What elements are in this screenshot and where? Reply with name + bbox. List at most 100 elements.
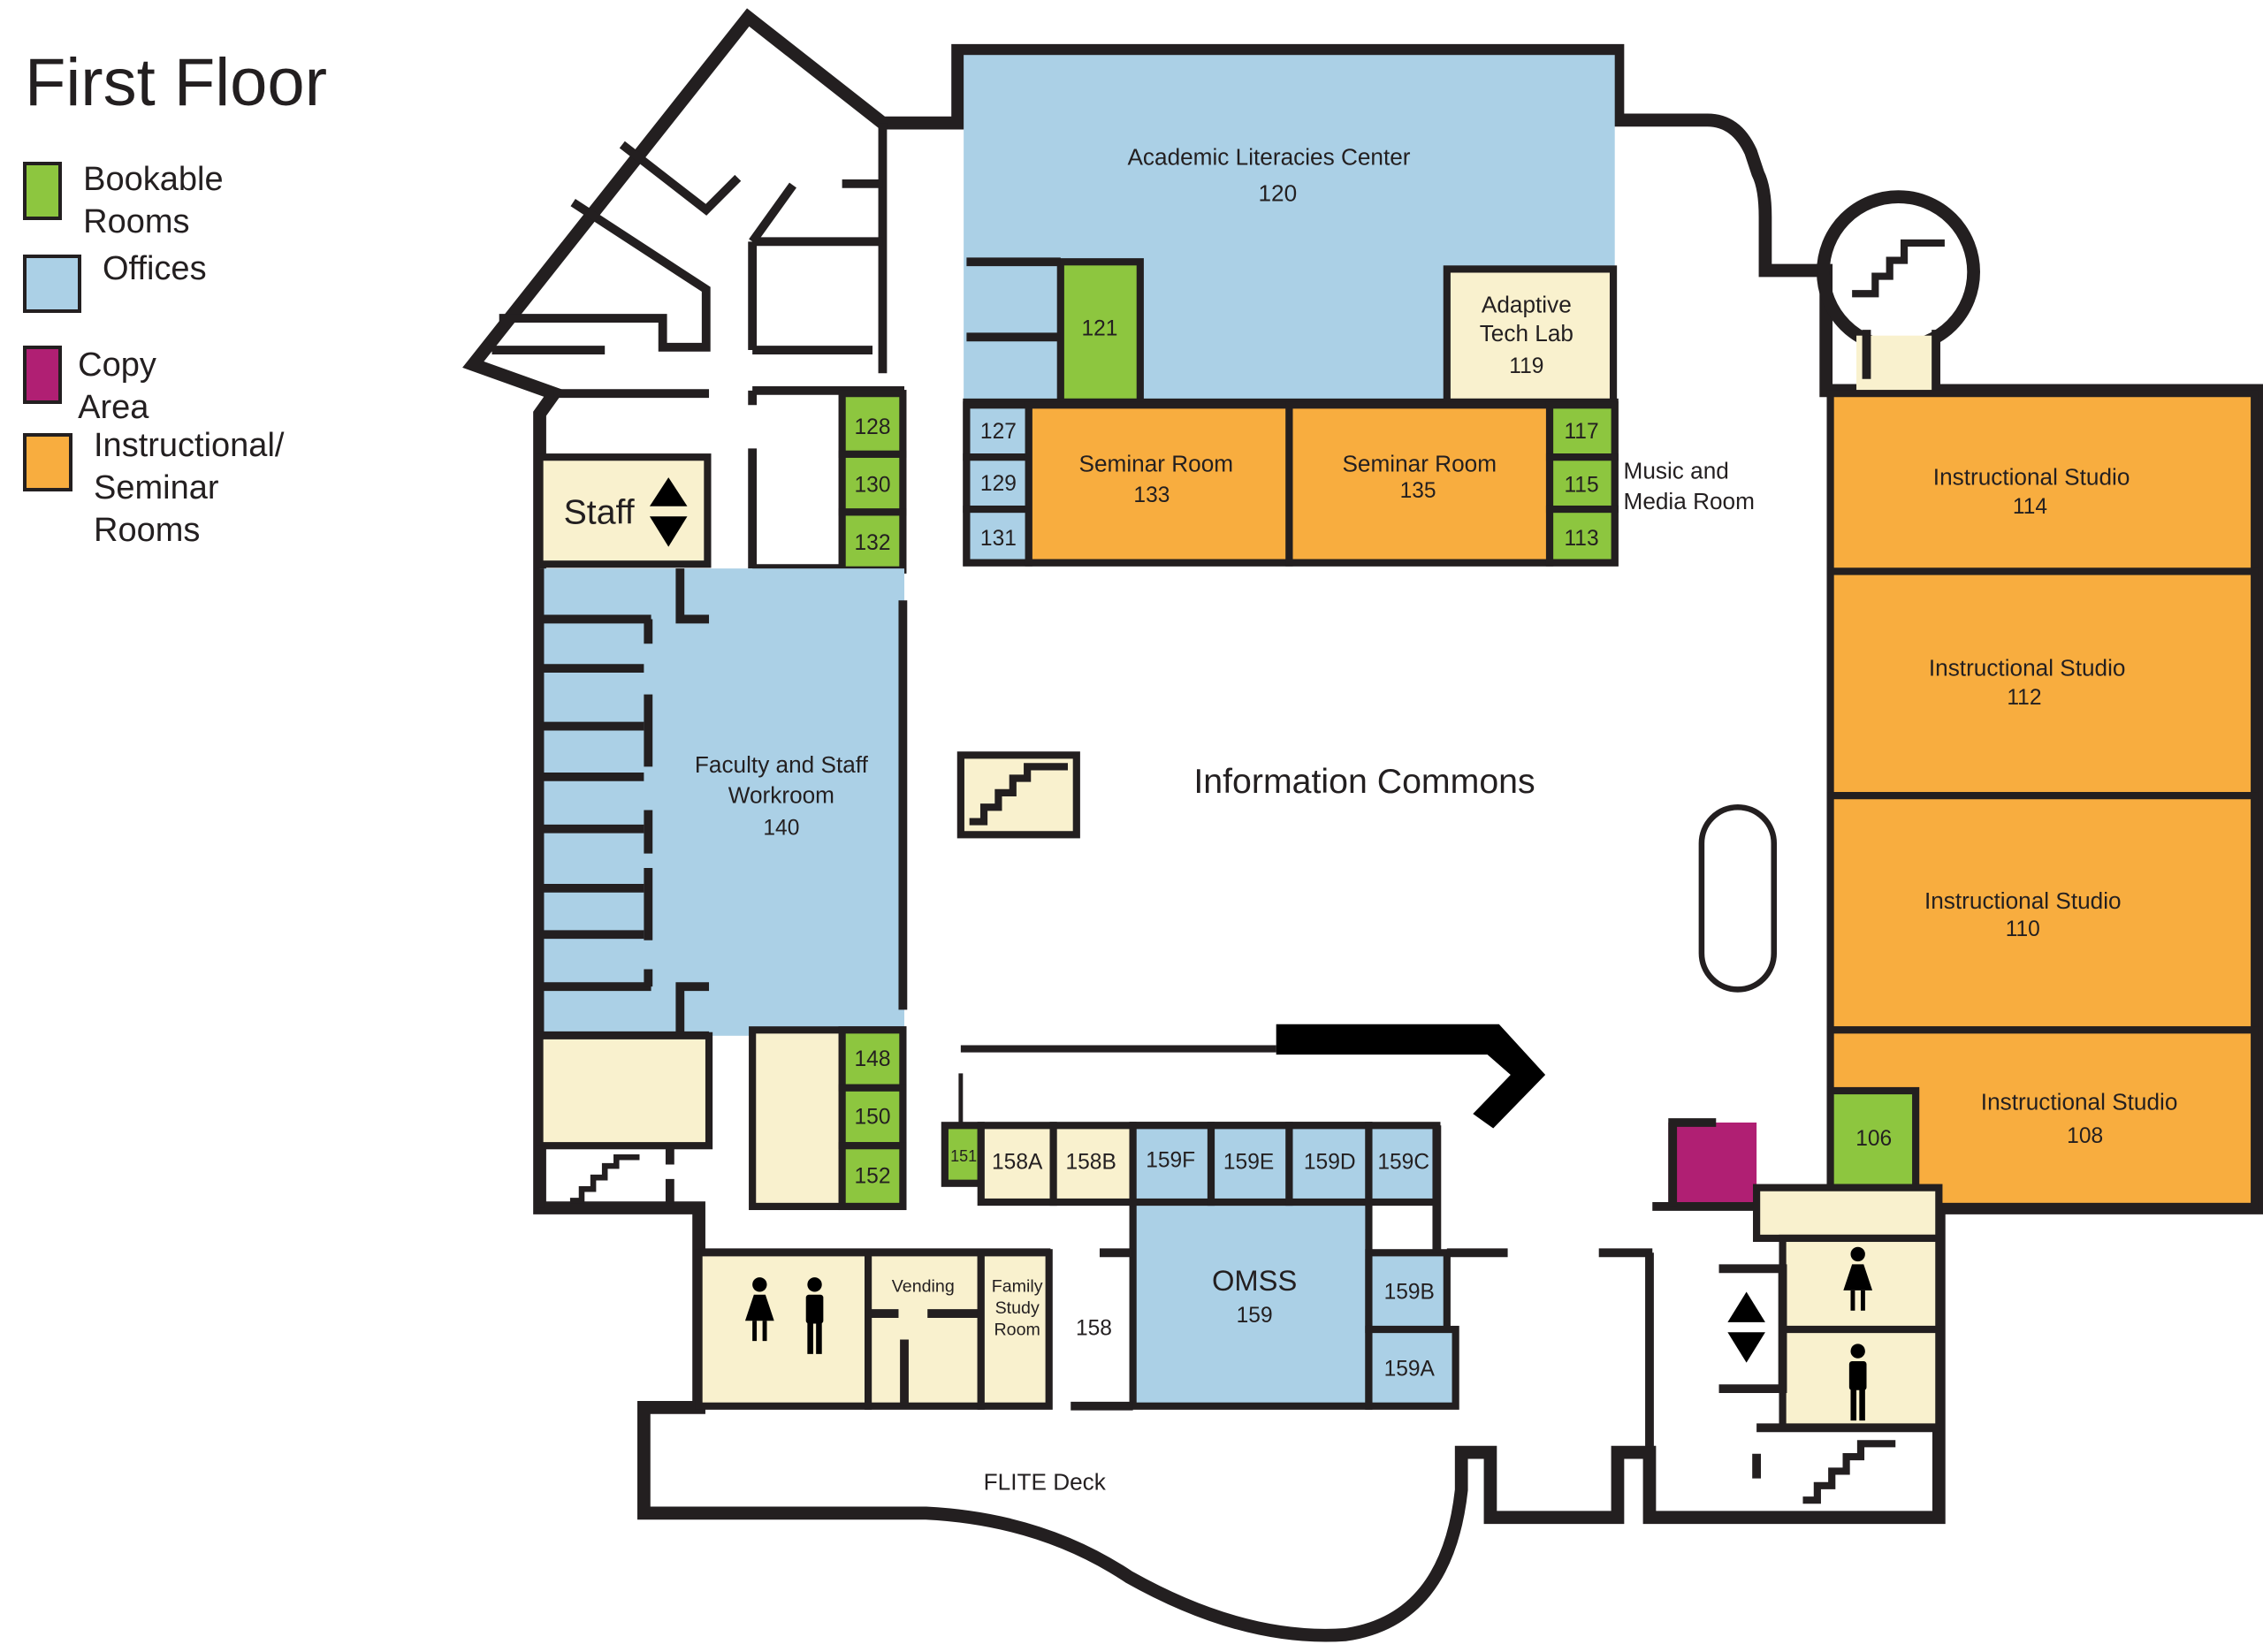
room-159E[interactable] (1207, 1122, 1293, 1207)
room-119[interactable] (1443, 265, 1618, 407)
room-135-name: Seminar Room (1342, 451, 1497, 477)
room-131[interactable] (963, 505, 1032, 567)
legend-item-instructional: Instructional/ Seminar Rooms (23, 427, 293, 552)
staff-elevator (536, 453, 712, 568)
room-108-number: 108 (2067, 1124, 2103, 1148)
room-152[interactable] (838, 1142, 907, 1211)
legend-swatch-copy (23, 346, 63, 404)
room-130[interactable] (838, 450, 907, 516)
building-outline (462, 8, 2263, 1642)
room-112-name: Instructional Studio (1929, 654, 2126, 681)
copy-area[interactable] (1668, 1123, 1757, 1207)
restroom-women-icon (744, 1277, 774, 1342)
room-127[interactable] (963, 401, 1032, 461)
room-120-name: Academic Literacies Center (1127, 144, 1410, 171)
room-131-number: 131 (980, 527, 1017, 551)
family-study-line3: Room (994, 1321, 1040, 1340)
legend-swatch-offices (23, 255, 81, 313)
room-128-number: 128 (855, 415, 891, 439)
restroom-men-icon (1848, 1344, 1867, 1421)
room-159D[interactable] (1285, 1122, 1373, 1207)
legend-swatch-bookable (23, 162, 63, 220)
room-158-number: 158 (1076, 1317, 1112, 1341)
family-study-line2: Study (995, 1298, 1040, 1318)
page-title: First Floor (25, 45, 327, 120)
entrance-arrow-icon (960, 1024, 1546, 1129)
room-135-number: 135 (1400, 479, 1436, 503)
room-150-number: 150 (855, 1106, 891, 1130)
room-117-number: 117 (1564, 420, 1598, 444)
legend-label-copy: Copy Area (78, 346, 156, 426)
room-133-number: 133 (1133, 483, 1170, 507)
stairs-icon (569, 1154, 640, 1204)
legend-label-offices: Offices (103, 250, 207, 287)
room-129-number: 129 (980, 472, 1017, 496)
room-159C-number: 159C (1377, 1150, 1429, 1174)
room-133-name: Seminar Room (1079, 451, 1234, 477)
stairs-icon (1802, 1440, 1896, 1504)
room-119-number: 119 (1509, 354, 1543, 378)
room-130-number: 130 (855, 473, 891, 497)
stairs-icon (969, 763, 1068, 826)
room-110-number: 110 (2006, 917, 2040, 941)
room-159D-number: 159D (1304, 1150, 1356, 1174)
room-133[interactable] (1025, 401, 1293, 567)
legend-swatch-instructional (23, 433, 72, 491)
room-148-number: 148 (855, 1047, 891, 1071)
room-121-number: 121 (1082, 317, 1118, 341)
legend-item-copy: Copy Area (23, 346, 176, 429)
room-113-number: 113 (1564, 527, 1598, 551)
legend-item-bookable: Bookable Rooms (23, 161, 242, 243)
room-159F-number: 159F (1146, 1149, 1195, 1173)
staff-elevator-label: Staff (564, 492, 635, 531)
legend-item-offices: Offices (23, 250, 207, 313)
room-159B-number: 159B (1384, 1281, 1435, 1305)
room-159A-number: 159A (1384, 1357, 1436, 1381)
room-140-line1: Faculty and Staff (695, 751, 869, 778)
room-158A-number: 158A (992, 1150, 1043, 1174)
room-159A[interactable] (1365, 1325, 1459, 1410)
room-152-number: 152 (855, 1165, 891, 1189)
room-labels: Academic Literacies Center 120 121 Adapt… (564, 144, 2178, 1496)
room-117[interactable] (1545, 401, 1619, 461)
information-commons-label: Information Commons (1193, 762, 1535, 801)
family-study-line1: Family (992, 1276, 1043, 1296)
elevator-icon (1727, 1291, 1765, 1363)
restroom-men-icon (805, 1277, 824, 1354)
room-114[interactable] (1826, 390, 2259, 575)
room-151-number: 151 (950, 1147, 977, 1165)
room-119-name2: Tech Lab (1480, 320, 1573, 346)
lower-service-rooms (695, 1248, 1133, 1411)
room-115-number: 115 (1564, 473, 1598, 497)
room-159E-number: 159E (1223, 1150, 1274, 1174)
room-114-name: Instructional Studio (1933, 463, 2130, 490)
flite-deck-label: FLITE Deck (984, 1469, 1107, 1496)
center-stairs (956, 751, 1080, 839)
room-159C[interactable] (1365, 1122, 1441, 1207)
music-room-line2: Media Room (1624, 488, 1755, 514)
legend-label-bookable: Bookable Rooms (83, 161, 224, 240)
room-114-number: 114 (2013, 495, 2047, 519)
restroom-women-icon (1843, 1246, 1873, 1311)
music-room-line1: Music and (1624, 458, 1729, 484)
room-127-number: 127 (980, 420, 1017, 444)
room-112[interactable] (1826, 567, 2259, 800)
room-151[interactable] (941, 1122, 985, 1187)
room-140[interactable] (539, 568, 905, 1036)
vending-label: Vending (892, 1276, 955, 1296)
room-140-line2: Workroom (728, 781, 834, 808)
room-108-name: Instructional Studio (1981, 1088, 2178, 1115)
elevator-icon (649, 477, 688, 547)
room-106-number: 106 (1855, 1127, 1892, 1151)
room-159F[interactable] (1129, 1122, 1215, 1207)
stair-tower (1817, 190, 1980, 394)
room-120-number: 120 (1258, 179, 1297, 206)
room-119-name: Adaptive (1482, 292, 1572, 318)
room-113[interactable] (1545, 505, 1619, 567)
room-140-number: 140 (763, 816, 799, 840)
room-158B-number: 158B (1066, 1150, 1116, 1174)
stairs-icon (1852, 239, 1945, 298)
room-110[interactable] (1826, 792, 2259, 1034)
omss-number: 159 (1237, 1304, 1273, 1328)
